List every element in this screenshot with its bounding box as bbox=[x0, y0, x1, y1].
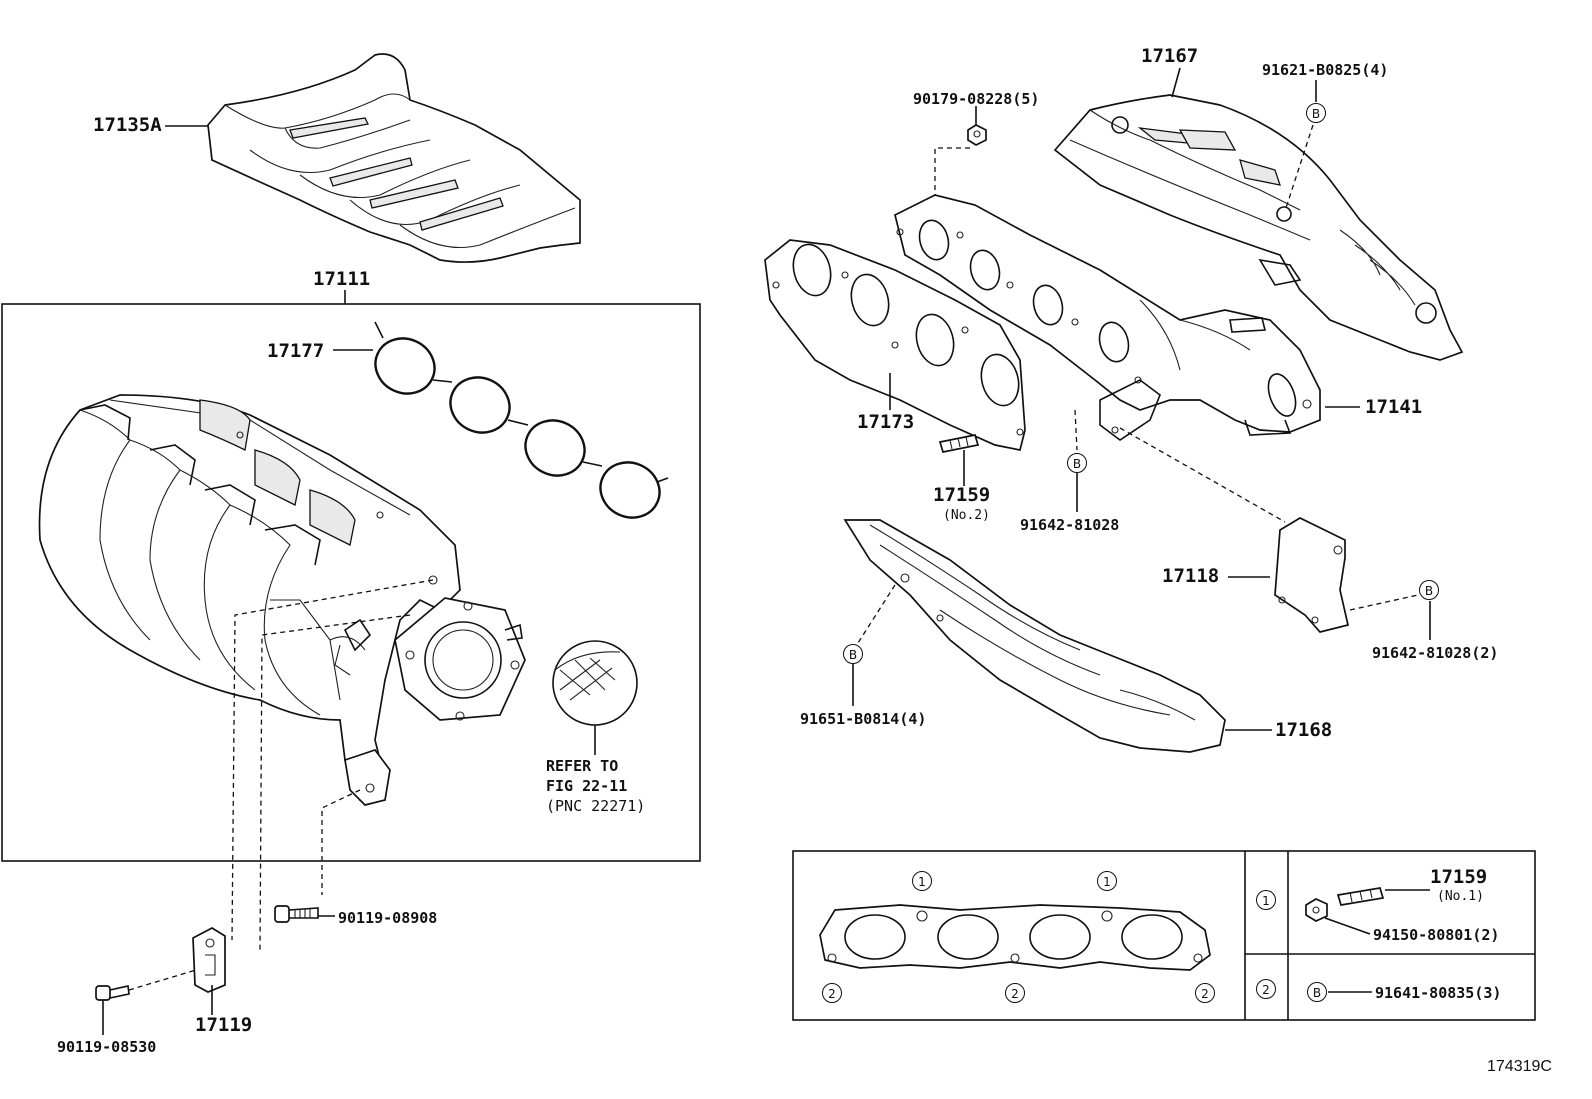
part-label-91621-b0825[interactable]: 91621-B0825(4) bbox=[1262, 61, 1389, 79]
legend-gasket-marker-2c: 2 bbox=[1195, 983, 1215, 1003]
legend-label-91641-80835[interactable]: 91641-80835(3) bbox=[1375, 984, 1502, 1002]
refer-note-line2[interactable]: FIG 22-11 bbox=[546, 777, 628, 795]
heat-insulator-17167 bbox=[1053, 94, 1464, 361]
exhaust-manifold-17141 bbox=[894, 194, 1321, 441]
legend-label-94150-80801[interactable]: 94150-80801(2) bbox=[1373, 926, 1500, 944]
nut-90179-08228 bbox=[967, 124, 987, 146]
bracket-17119 bbox=[192, 927, 226, 993]
exhaust-gasket-17173 bbox=[764, 239, 1026, 451]
dash-bolt-90119-08530 bbox=[128, 969, 197, 991]
legend-stud-nut bbox=[1305, 887, 1385, 922]
dash-intake-1 bbox=[231, 579, 434, 941]
part-label-17167[interactable]: 17167 bbox=[1141, 45, 1199, 67]
part-label-90179-08228[interactable]: 90179-08228(5) bbox=[913, 90, 1040, 108]
part-sublabel-17159-no2: (No.2) bbox=[943, 508, 990, 523]
dash-17118 bbox=[1119, 427, 1286, 523]
marker-b-91651: B bbox=[843, 644, 863, 664]
part-label-17159-no2[interactable]: 17159 bbox=[933, 484, 991, 506]
legend-box bbox=[792, 850, 1536, 1021]
part-label-17168[interactable]: 17168 bbox=[1275, 719, 1333, 741]
part-label-91651-b0814[interactable]: 91651-B0814(4) bbox=[800, 710, 927, 728]
legend-gasket-marker-2b: 2 bbox=[1005, 983, 1025, 1003]
stud-17159-no2 bbox=[938, 434, 980, 453]
refer-note-line3: (PNC 22271) bbox=[546, 797, 646, 815]
refer-to-fig-part bbox=[552, 640, 638, 726]
legend-row-2-b-marker: B bbox=[1307, 982, 1327, 1002]
part-label-17111[interactable]: 17111 bbox=[313, 268, 371, 290]
part-label-90119-08908[interactable]: 90119-08908 bbox=[338, 909, 438, 927]
marker-b-91642a: B bbox=[1067, 453, 1087, 473]
part-label-17135a[interactable]: 17135A bbox=[93, 114, 162, 136]
part-label-91642-81028[interactable]: 91642-81028 bbox=[1020, 516, 1120, 534]
legend-gasket-marker-1b: 1 bbox=[1097, 871, 1117, 891]
dash-intake-3 bbox=[321, 789, 361, 895]
refer-note-line1: REFER TO bbox=[546, 757, 619, 775]
legend-gasket-drawing bbox=[819, 904, 1211, 971]
leader-legend-94150 bbox=[1324, 917, 1371, 935]
bracket-17118 bbox=[1274, 517, 1350, 633]
part-label-17119[interactable]: 17119 bbox=[195, 1014, 253, 1036]
legend-gasket-marker-1a: 1 bbox=[912, 871, 932, 891]
dash-intake-2 bbox=[259, 614, 411, 951]
legend-row-2-marker: 2 bbox=[1256, 979, 1276, 999]
legend-sublabel-17159: (No.1) bbox=[1437, 889, 1484, 904]
dash-90179 bbox=[934, 147, 970, 200]
figure-id: 174319C bbox=[1487, 1058, 1552, 1075]
dash-91651 bbox=[857, 584, 896, 644]
part-label-17177[interactable]: 17177 bbox=[267, 340, 325, 362]
marker-b-91642b: B bbox=[1419, 580, 1439, 600]
part-label-90119-08530[interactable]: 90119-08530 bbox=[57, 1038, 157, 1056]
bolt-90119-08530 bbox=[95, 985, 130, 1001]
bolt-90119-08908 bbox=[274, 905, 319, 923]
heat-insulator-17168 bbox=[843, 519, 1226, 753]
legend-label-17159[interactable]: 17159 bbox=[1430, 866, 1488, 888]
intake-cover-drawing bbox=[207, 53, 581, 263]
intake-gasket-drawing bbox=[374, 321, 669, 519]
part-label-91642-81028-2[interactable]: 91642-81028(2) bbox=[1372, 644, 1499, 662]
dash-91621 bbox=[1285, 124, 1314, 209]
legend-gasket-marker-2a: 2 bbox=[822, 983, 842, 1003]
part-label-17118[interactable]: 17118 bbox=[1162, 565, 1220, 587]
intake-manifold-drawing bbox=[38, 394, 526, 806]
intake-manifold-frame bbox=[1, 303, 701, 862]
marker-b-91621: B bbox=[1306, 103, 1326, 123]
part-label-17173[interactable]: 17173 bbox=[857, 411, 915, 433]
legend-row-1-marker: 1 bbox=[1256, 890, 1276, 910]
dash-91642b bbox=[1349, 594, 1419, 611]
leader-17167 bbox=[1171, 67, 1181, 98]
dash-91642a bbox=[1074, 409, 1078, 451]
part-label-17141[interactable]: 17141 bbox=[1365, 396, 1423, 418]
